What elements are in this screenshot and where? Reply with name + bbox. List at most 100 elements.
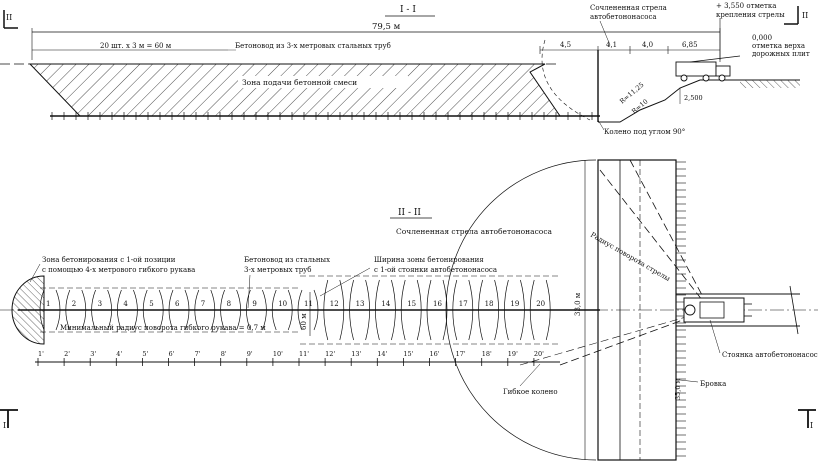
pump-station-icon: [683, 297, 752, 323]
primed-label: 1': [38, 350, 44, 358]
pipe-arc: [65, 289, 71, 331]
pipe-arc: [426, 279, 432, 341]
zone1-label-1: Зона бетонирования с 1-ой позиции: [42, 256, 176, 264]
primed-label: 2': [64, 350, 70, 358]
pipe-arc: [91, 289, 96, 331]
width-zone-label-2: с 1-ой стоянки автобетононасоса: [374, 266, 497, 274]
pipe-count-label: 20 шт. х 3 м = 60 м: [100, 42, 172, 50]
pipe-arc: [158, 289, 164, 331]
primed-label: 8': [221, 350, 227, 358]
pipe-arc: [391, 279, 396, 341]
pipe-arc: [520, 279, 525, 341]
pipe-arc: [442, 279, 448, 341]
flex-elbow-label: Гибкое колено: [503, 388, 558, 396]
dim-4-0: 4,0: [642, 41, 653, 49]
pipe-plan-label-2: 3-х метровых труб: [244, 266, 312, 274]
section-title-plan: II - II: [398, 208, 421, 218]
pipe-joints-top: [51, 112, 593, 120]
dim-60-plan: 60 м: [300, 313, 308, 330]
pipe-arc: [168, 289, 174, 331]
zone-label-bg: [238, 76, 408, 88]
position-label: 20: [536, 300, 545, 308]
road-hatch: [740, 80, 800, 88]
pump-truck-icon: [675, 55, 741, 82]
pipe-arc: [416, 279, 422, 341]
position-label: 2: [72, 300, 76, 308]
edge-label: Бровка: [700, 380, 726, 388]
boom-label-top-2: автобетононасоса: [590, 13, 657, 21]
primed-label: 13': [351, 350, 361, 358]
zone-label: Зона подачи бетонной смеси: [242, 78, 357, 87]
pipe-arc: [184, 289, 190, 331]
pipe-arc: [365, 279, 370, 341]
pipe-arc: [545, 279, 551, 341]
width-zone-label-1: Ширина зоны бетонирования: [374, 256, 484, 264]
position-label: 10: [278, 300, 287, 308]
elbow-label: Колено под углом 90°: [604, 128, 685, 136]
pump-station-label: Стоянка автобетононасоса: [722, 351, 818, 359]
primed-label: 16': [430, 350, 440, 358]
dim-r-10: R=10: [630, 97, 649, 115]
pipeline-label-top: Бетоновод из 3-х метровых стальных труб: [235, 42, 391, 50]
pipe-arc: [117, 289, 122, 331]
section-marker-left-top: II: [3, 10, 18, 29]
elev-mark-1: + 3,550 отметка: [716, 2, 776, 10]
dim-6-85: 6,85: [682, 41, 698, 49]
zone1-label-2: с помощью 4-х метрового гибкого рукава: [42, 266, 195, 274]
position-label: 6: [175, 300, 180, 308]
pipe-arc: [55, 289, 61, 331]
marker-left-label: II: [6, 13, 12, 22]
zero-mark-1: 0,000: [752, 34, 772, 42]
position-label: 9: [252, 300, 256, 308]
pipe-arc: [323, 279, 329, 341]
primed-label: 10': [273, 350, 283, 358]
pipe-arc: [107, 289, 112, 331]
pipe-arc: [452, 279, 458, 341]
pipe-arc-segments: [39, 279, 551, 341]
pipe-arc: [400, 279, 406, 341]
section-marker-right-plan: I: [798, 409, 816, 430]
pipe-arc: [494, 279, 499, 341]
boom-radius-arc-top: [541, 39, 591, 121]
pipe-arc: [271, 289, 277, 331]
dim-35-plan: 35,0 м: [674, 378, 682, 400]
dim-2500: 2,500: [684, 94, 703, 102]
primed-label: 9': [247, 350, 253, 358]
pipe-arc: [246, 289, 251, 331]
pipe-arc: [349, 279, 354, 341]
pipe-arc: [133, 289, 138, 331]
primed-label: 12': [325, 350, 335, 358]
pipe-arc: [529, 279, 535, 341]
pipe-plan-label-1: Бетоновод из стальных: [244, 256, 330, 264]
pipe-arc: [39, 289, 45, 331]
elev-mark-2: крепления стрелы: [716, 11, 785, 19]
primed-label: 14': [377, 350, 387, 358]
pump-slope: [598, 79, 740, 123]
section-marker-left-plan: I: [0, 409, 18, 430]
position-label: 15: [407, 300, 416, 308]
dim-4-5: 4,5: [560, 41, 571, 49]
marker-right-plan-label: I: [810, 421, 813, 430]
pipe-arc: [236, 289, 241, 331]
marker-left-plan-label: I: [3, 421, 6, 430]
dim-4-1: 4,1: [606, 41, 617, 49]
boom-label-top-1: Сочлененная стрела: [590, 4, 667, 12]
position-label: 17: [459, 300, 468, 308]
position-label: 12: [330, 300, 339, 308]
position-label: 16: [433, 300, 442, 308]
primed-label: 4': [116, 350, 122, 358]
position-label: 18: [485, 300, 494, 308]
concrete-zone-hatch: [28, 63, 561, 117]
position-label: 8: [227, 300, 231, 308]
pipe-arc: [504, 279, 509, 341]
primed-labels: 1'2'3'4'5'6'7'8'9'10'11'12'13'14'15'16'1…: [38, 350, 544, 358]
position-label: 11: [304, 300, 313, 308]
dim-total-label: 79,5 м: [372, 22, 401, 32]
pipe-arc: [297, 289, 303, 331]
pipe-arc: [142, 289, 148, 331]
marker-right-label: II: [802, 11, 808, 20]
pipe-arc: [313, 289, 319, 331]
